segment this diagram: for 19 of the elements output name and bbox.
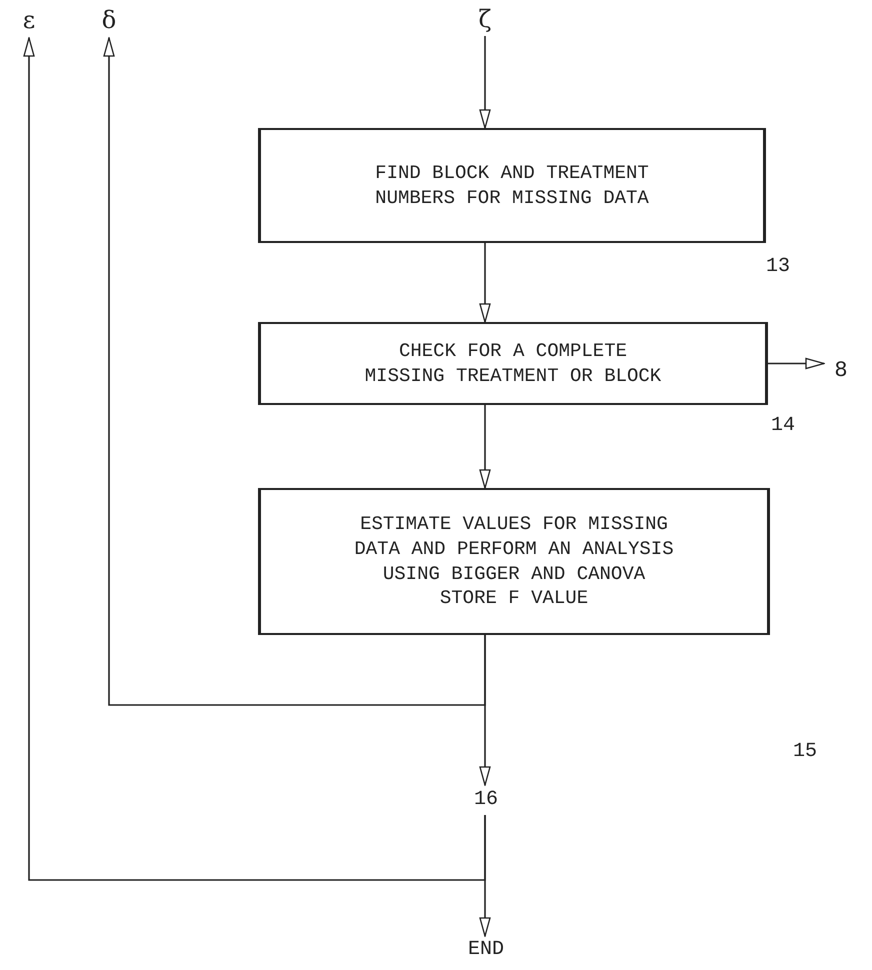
process-text: ESTIMATE VALUES FOR MISSING DATA AND PERFORM AN ANALYSIS USING BIGGER AND CANOVA STORE F VALUE — [353, 512, 675, 611]
step-number: 15 — [793, 740, 818, 763]
step-number: 14 — [771, 414, 796, 437]
arrow — [479, 405, 491, 489]
arrow — [768, 358, 825, 370]
process-text: CHECK FOR A COMPLETE MISSING TREATMENT OR BLOCK — [364, 338, 662, 388]
arrow — [103, 37, 486, 706]
arrow — [23, 37, 486, 881]
process-text: FIND BLOCK AND TREATMENT NUMBERS FOR MISSING DATA — [374, 160, 650, 210]
connector-text: ε — [22, 6, 36, 34]
process-box — [258, 488, 770, 635]
arrow — [479, 243, 491, 323]
connector-text: 16 — [474, 788, 498, 812]
connector-text: 8 — [834, 358, 848, 384]
step-number: 13 — [766, 255, 790, 278]
arrow — [479, 36, 491, 129]
connector-text: ζ — [478, 4, 492, 34]
connector-text: δ — [102, 6, 116, 34]
connector-text: END — [468, 938, 504, 962]
